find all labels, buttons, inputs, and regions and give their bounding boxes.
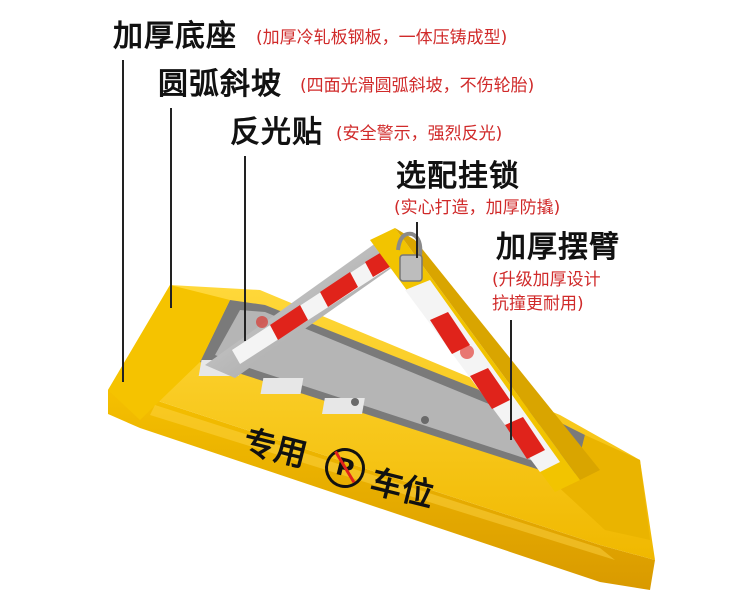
callout-base-line <box>122 60 124 382</box>
callout-arm-line <box>510 320 512 440</box>
callout-lock-note: (实心打造，加厚防撬) <box>394 198 561 218</box>
callout-base-title: 加厚底座 <box>113 19 237 54</box>
callout-base-note: (加厚冷轧板钢板，一体压铸成型) <box>256 28 508 48</box>
callout-arm-note-line2: 抗撞更耐用) <box>492 294 584 314</box>
right-arm <box>370 228 600 492</box>
callout-slope-line <box>170 108 172 308</box>
callout-slope-title: 圆弧斜坡 <box>158 67 282 102</box>
left-arm <box>205 240 400 378</box>
callout-lock-title: 选配挂锁 <box>396 159 520 194</box>
callout-reflector-note: (安全警示，强烈反光) <box>336 124 503 144</box>
callout-reflector-line <box>244 156 246 341</box>
callout-arm-note-line1: (升级加厚设计 <box>492 270 601 290</box>
callout-reflector-title: 反光贴 <box>230 115 323 150</box>
callout-arm-note: (升级加厚设计 抗撞更耐用) <box>492 268 601 316</box>
callout-slope-note: (四面光滑圆弧斜坡，不伤轮胎) <box>300 76 535 96</box>
padlock-icon <box>396 231 423 282</box>
callout-lock-line <box>416 222 418 258</box>
callout-arm-title: 加厚摆臂 <box>496 230 620 265</box>
base-front-face <box>108 390 655 590</box>
